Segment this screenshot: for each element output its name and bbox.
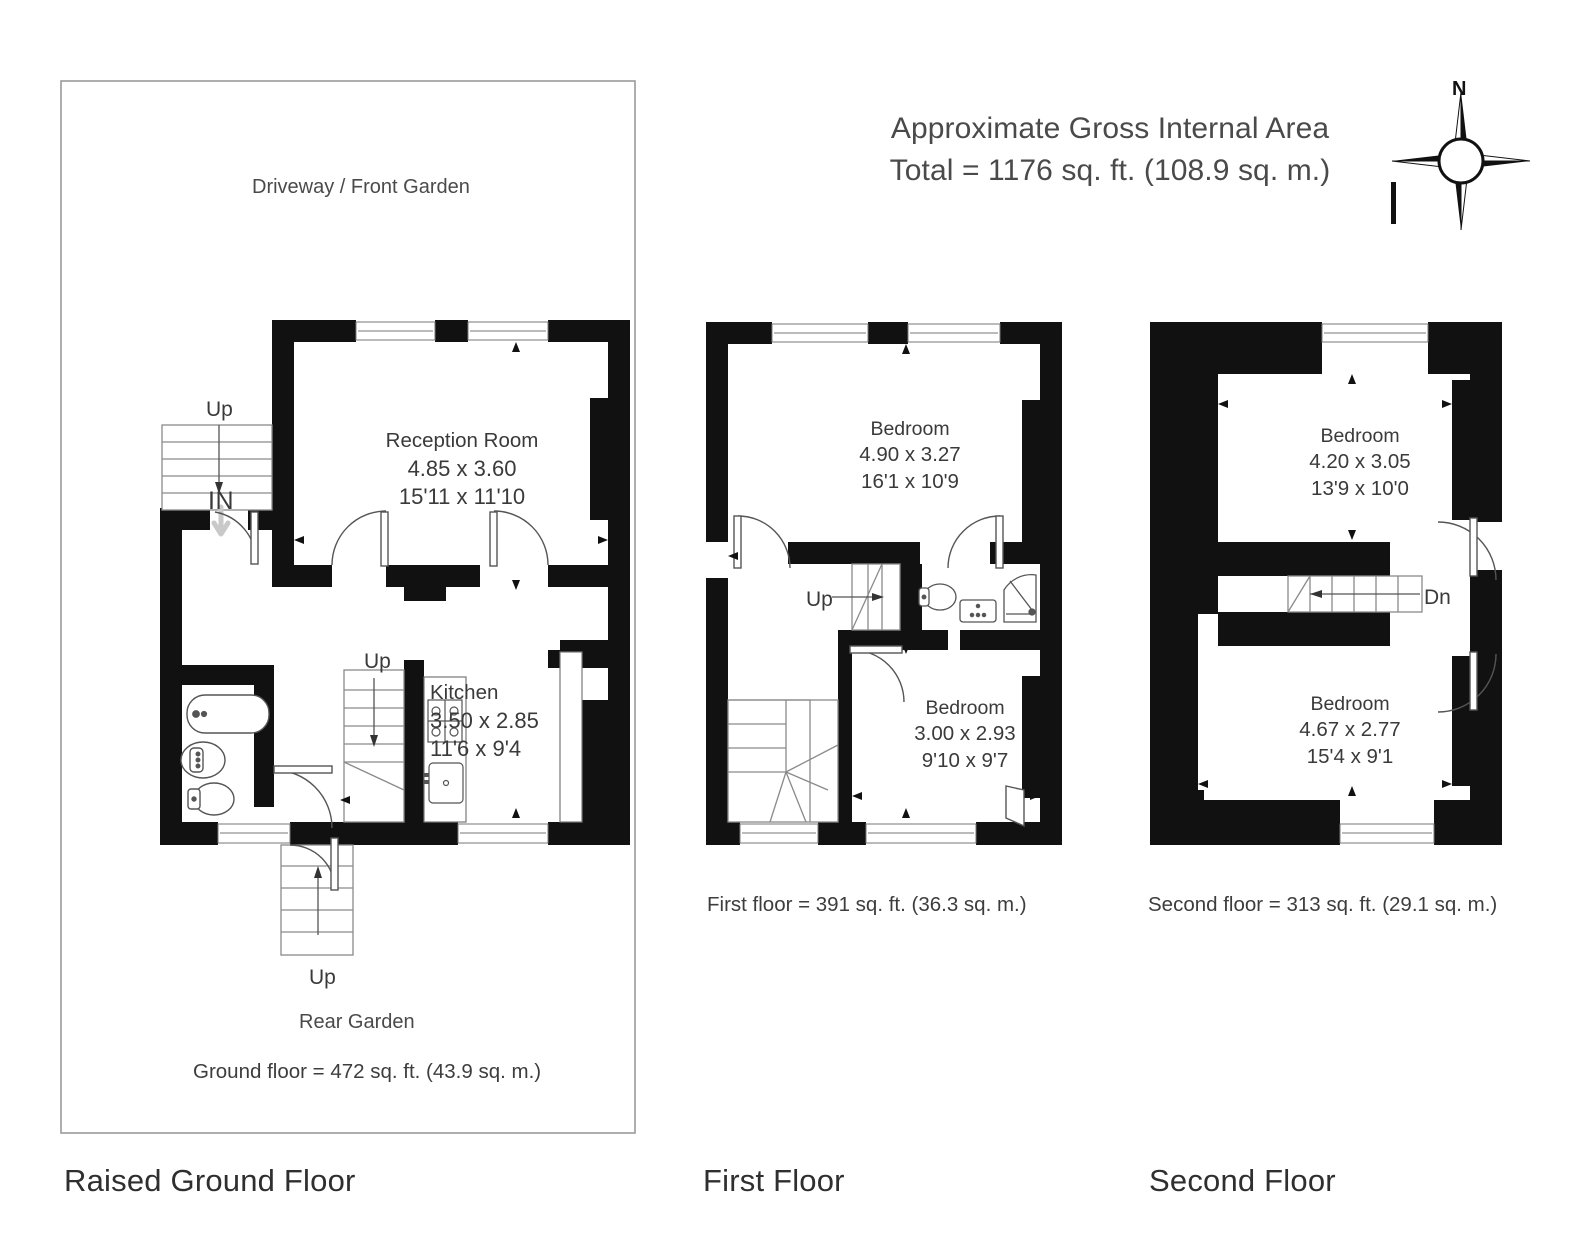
- room-dimensions-imperial: 15'4 x 9'1: [1306, 744, 1394, 768]
- room-name: Bedroom: [1310, 693, 1390, 715]
- bathroom-fixtures-ground: [180, 694, 270, 816]
- room-dimensions-metric: 3.00 x 2.93: [914, 722, 1016, 746]
- room-bedroom-first-rear: Bedroom 3.00 x 2.93 9'10 x 9'7: [850, 696, 1080, 775]
- staircase-down-second: [1287, 575, 1423, 613]
- room-name: Bedroom: [1320, 425, 1400, 447]
- reception-doors: [331, 510, 549, 567]
- second-floor-doors: [1437, 517, 1497, 713]
- floor-title-ground: Raised Ground Floor: [64, 1163, 356, 1198]
- room-dimensions-imperial: 11'6 x 9'4: [430, 736, 522, 762]
- scale-bar: [1391, 182, 1396, 224]
- gross-internal-area-heading: Approximate Gross Internal Area: [890, 112, 1330, 145]
- ground-dimension-ticks: [294, 342, 608, 818]
- up-label-internal-stair: Up: [364, 650, 391, 673]
- second-floor-area-caption: Second floor = 313 sq. ft. (29.1 sq. m.): [1148, 893, 1498, 916]
- rear-steps: [280, 844, 354, 956]
- kitchen-sink: [428, 762, 464, 804]
- ground-floor-windows: [217, 321, 549, 844]
- kitchen-units: [423, 651, 583, 823]
- room-name: Kitchen: [430, 681, 499, 704]
- bath-tub: [186, 694, 270, 734]
- wash-basin-first: [959, 599, 997, 623]
- bathroom-fixtures-first: [918, 574, 1037, 623]
- room-name: Reception Room: [385, 429, 539, 452]
- room-dimensions-metric: 4.20 x 3.05: [1309, 450, 1411, 474]
- room-bedroom-first-front: Bedroom 4.90 x 3.27 16'1 x 10'9: [790, 417, 1030, 496]
- room-dimensions-imperial: 16'1 x 10'9: [861, 469, 959, 493]
- room-dimensions-imperial: 15'11 x 11'10: [398, 484, 526, 510]
- first-floor-windows: [739, 323, 1001, 844]
- entrance-door: [214, 511, 259, 565]
- entrance-in-label: IN: [208, 487, 234, 515]
- second-dimension-ticks: [1198, 374, 1452, 796]
- up-label-rear-steps: Up: [309, 966, 336, 989]
- first-floor-walls: [706, 322, 1062, 845]
- staircase-down-first: [727, 699, 839, 823]
- room-dimensions-metric: 4.90 x 3.27: [859, 443, 961, 467]
- first-floor-area-caption: First floor = 391 sq. ft. (36.3 sq. m.): [707, 893, 1027, 916]
- gross-internal-area-total: Total = 1176 sq. ft. (108.9 sq. m.): [889, 154, 1331, 187]
- room-dimensions-metric: 4.85 x 3.60: [407, 455, 517, 481]
- room-name: Bedroom: [870, 418, 950, 440]
- room-dimensions-imperial: 9'10 x 9'7: [921, 748, 1009, 772]
- internal-staircase-ground: [343, 669, 405, 823]
- ground-floor-area-caption: Ground floor = 472 sq. ft. (43.9 sq. m.): [193, 1060, 542, 1083]
- down-label-second-floor-stair: Dn: [1424, 586, 1451, 609]
- compass-rose: [1391, 91, 1531, 231]
- shower-enclosure: [1003, 574, 1037, 623]
- room-bedroom-second-front: Bedroom 4.20 x 3.05 13'9 x 10'0: [1240, 424, 1480, 503]
- north-label: N: [1452, 78, 1467, 100]
- bathroom-door-ground: [273, 765, 333, 829]
- staircase-up-first: [832, 563, 901, 631]
- up-label-first-floor-stair: Up: [806, 588, 833, 611]
- entrance-direction-arrow: [211, 504, 231, 537]
- room-dimensions-imperial: 13'9 x 10'0: [1311, 476, 1409, 500]
- room-kitchen: Kitchen 3.50 x 2.85 11'6 x 9'4: [430, 680, 630, 764]
- room-dimensions-metric: 4.67 x 2.77: [1299, 718, 1401, 742]
- first-dimension-ticks: [728, 344, 1040, 818]
- first-floor-doors: [733, 515, 1025, 828]
- room-dimensions-metric: 3.50 x 2.85: [430, 707, 539, 733]
- room-name: Bedroom: [925, 697, 1005, 719]
- floor-title-first: First Floor: [703, 1163, 845, 1198]
- ground-floor-walls: [160, 320, 630, 845]
- second-floor-windows: [1321, 323, 1435, 844]
- room-reception-room: Reception Room 4.85 x 3.60 15'11 x 11'10: [327, 428, 597, 512]
- rear-garden-label: Rear Garden: [299, 1011, 415, 1033]
- room-bedroom-second-rear: Bedroom 4.67 x 2.77 15'4 x 9'1: [1230, 692, 1470, 771]
- floor-title-second: Second Floor: [1149, 1163, 1336, 1198]
- rear-door: [289, 837, 339, 891]
- up-label-front-steps: Up: [206, 398, 233, 421]
- second-floor-walls: [1150, 322, 1502, 845]
- front-entrance-steps: [161, 424, 273, 511]
- plot-boundary: [60, 80, 636, 1134]
- front-garden-label: Driveway / Front Garden: [252, 176, 470, 198]
